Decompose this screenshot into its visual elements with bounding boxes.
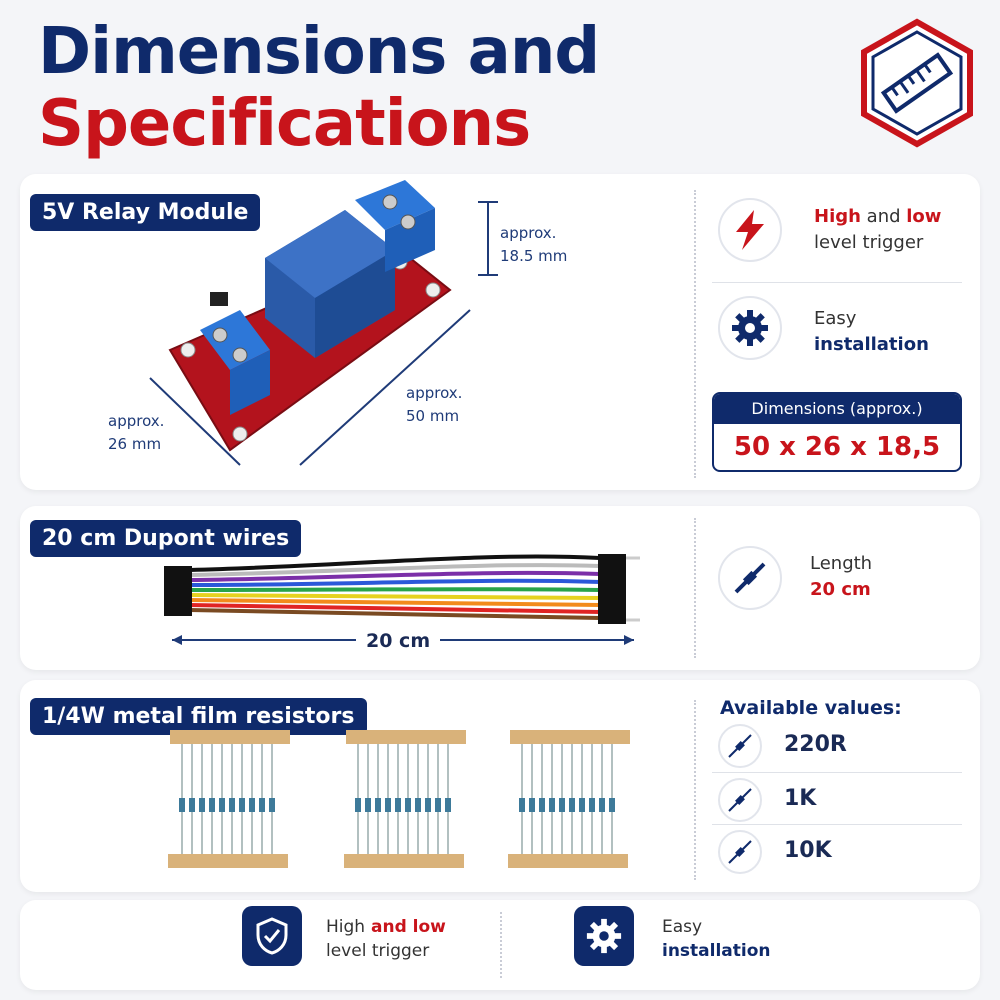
width-label: approx. 26 mm [108,410,164,455]
relay-divider [694,190,696,478]
length-feature-line-1: Length [810,553,873,574]
resistor-value-1k: 1K [784,786,817,811]
trigger-low: low [906,206,942,227]
title-line-1: Dimensions and [38,15,600,89]
bottom-install-text: Easy installation [662,916,771,964]
height-label-text: approx. 18.5 mm [500,224,568,265]
dimensions-value: 50 x 26 x 18,5 mm [733,432,941,462]
dimensions-header: Dimensions (approx.) [714,394,960,424]
relay-label: 5V Relay Module [30,194,261,231]
title-line-2: Specifications [38,87,531,161]
wire-length-text: 20 cm [356,630,441,652]
resistor-value-220r: 220R [784,732,847,757]
length-feature-line-2: 20 cm [810,579,871,601]
resistors-illustration [168,729,631,869]
length-label-text: approx. 50 mm [406,384,463,425]
wires-divider [694,518,696,658]
height-label: approx. 18.5 mm [500,222,567,267]
trigger-rest: level trigger [814,232,924,254]
dimensions-box: Dimensions (approx.) 50 x 26 x 18,5 mm [712,392,962,472]
bottom-trigger-text: High and low level trigger [326,916,446,964]
bottom-trigger-rest: level trigger [326,940,430,961]
gear-icon [574,906,634,966]
shield-check-icon [242,906,302,966]
install-line-1: Easy [814,308,857,329]
value-separator-1 [712,772,962,773]
wire-icon [718,546,782,610]
resistors-label: 1/4W metal film resistors [30,698,367,735]
bottom-divider [500,912,502,978]
resistor-icon [718,724,762,768]
gear-icon [718,296,782,360]
bottom-install-line-1: Easy [662,917,703,937]
resistor-value-10k: 10K [784,838,832,863]
width-label-text: approx. 26 mm [108,412,165,453]
feature-separator [712,282,962,283]
resistor-icon [718,778,762,822]
bottom-trigger-low: and low [365,917,446,937]
length-feature-text: Length 20 cm [810,551,872,603]
length-label: approx. 50 mm [406,382,462,427]
lightning-icon [718,198,782,262]
bottom-trigger-high: High [326,917,366,937]
trigger-high: High [814,206,861,227]
install-line-2: installation [814,334,929,356]
trigger-feature-text: High and low level trigger [814,204,941,256]
relay-illustration [149,180,498,466]
resistors-divider [694,700,696,880]
available-values-title: Available values: [720,697,902,719]
install-feature-text: Easy installation [814,306,929,358]
resistor-icon [718,830,762,874]
value-separator-2 [712,824,962,825]
trigger-and: and [860,206,907,227]
page-title: Dimensions and Specifications [38,15,600,161]
ruler-hex-icon [861,18,973,148]
wires-label: 20 cm Dupont wires [30,520,302,557]
wires-illustration [164,554,640,645]
bottom-install-line-2: installation [662,940,771,961]
